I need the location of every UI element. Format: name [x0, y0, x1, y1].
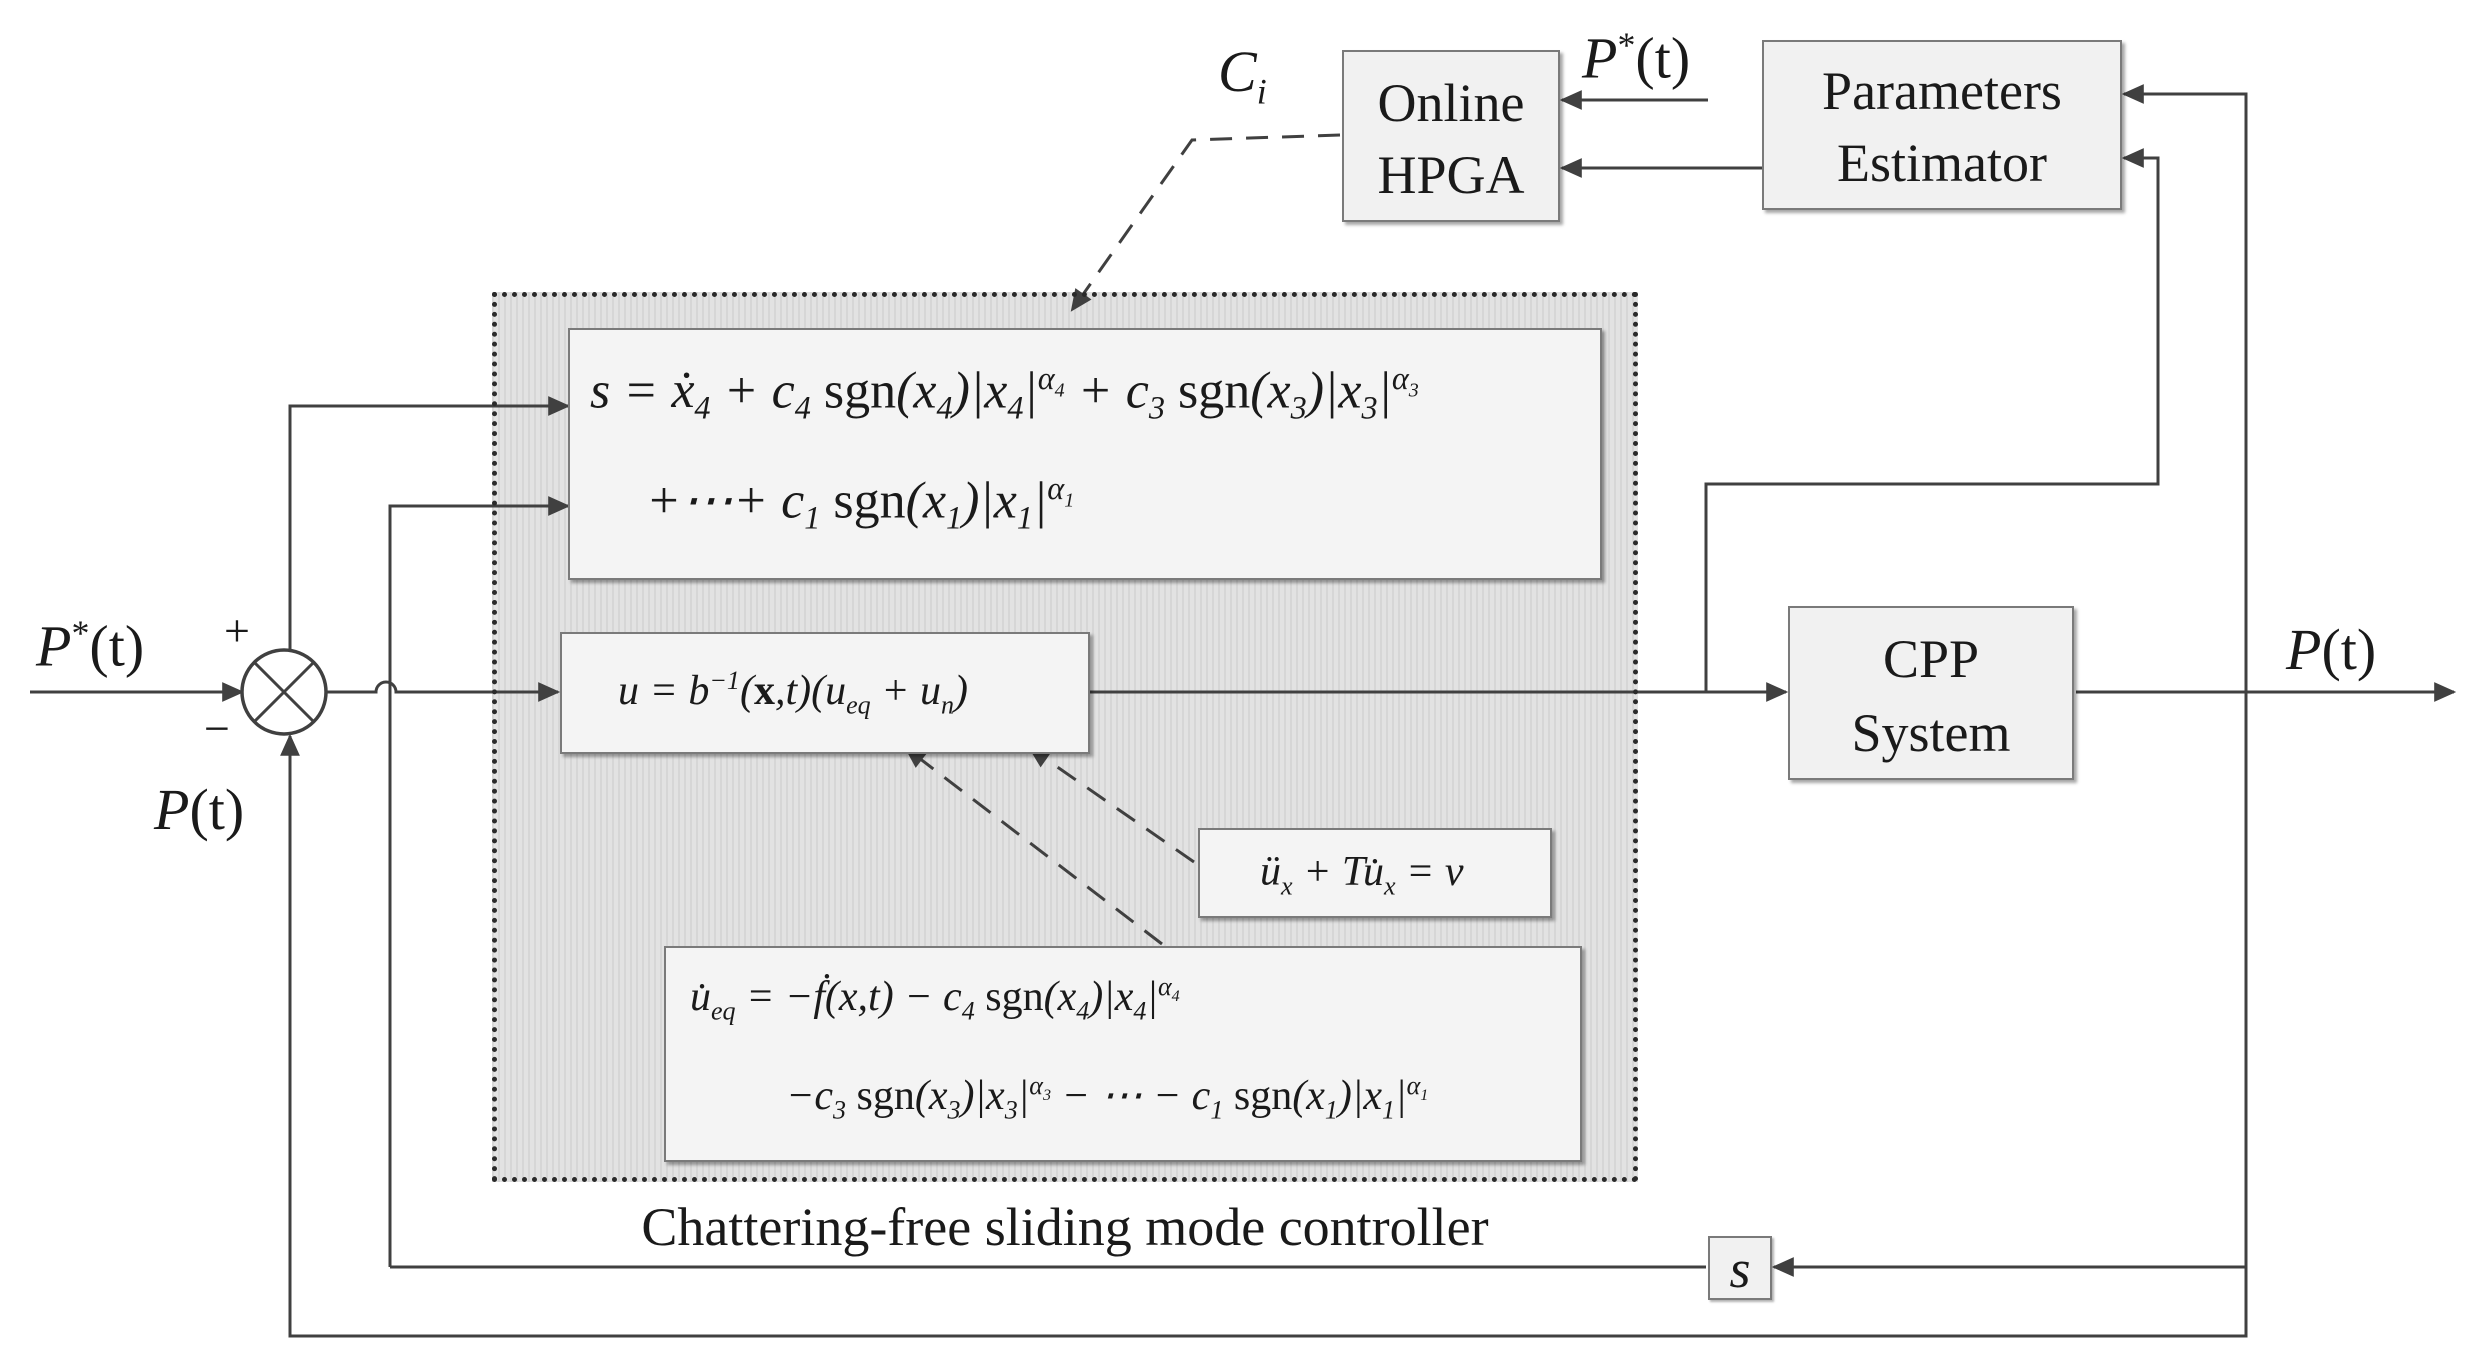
derivative-label: s: [1729, 1239, 1751, 1299]
control-law-block: u = b−1(x,t)(ueq + un): [560, 632, 1090, 754]
equivalent-control-block: u̇eq = −ḟ(x,t) − c4 sgn(x4)|x4|α4 −c3 sg…: [664, 946, 1582, 1162]
equivalent-control-eq-line1: u̇eq = −ḟ(x,t) − c4 sgn(x4)|x4|α4: [690, 972, 1180, 1026]
online-hpga-block: Online HPGA: [1342, 50, 1560, 222]
reference-label-top: P*(t): [1582, 25, 1691, 91]
online-hpga-line1: Online: [1377, 73, 1525, 133]
ci-label: Ci: [1218, 39, 1267, 112]
parameters-estimator-line1: Parameters: [1822, 61, 2062, 121]
sliding-surface-eq-line2: +⋯+ c1 sgn(x1)|x1|α1: [646, 470, 1075, 536]
ci-dashed: [1070, 133, 1341, 312]
equivalent-control-eq-line2: −c3 sgn(x3)|x3|α3 − ⋯ − c1 sgn(x1)|x1|α1: [786, 1071, 1429, 1125]
sum-plus-sign: +: [224, 605, 250, 656]
parameters-estimator-line2: Estimator: [1837, 133, 2047, 193]
cpp-system-block: CPP System: [1788, 606, 2074, 780]
reference-label-left: P*(t): [36, 613, 145, 679]
sliding-surface-block: s = ẋ4 + c4 sgn(x4)|x4|α4 + c3 sgn(x3)|x…: [568, 328, 1602, 580]
switching-filter-eq: üx + Tu̇x = v: [1260, 849, 1464, 901]
output-label: P(t): [2286, 617, 2377, 682]
sliding-surface-eq-line1: s = ẋ4 + c4 sgn(x4)|x4|α4 + c3 sgn(x3)|x…: [590, 360, 1419, 426]
derivative-block: s: [1708, 1236, 1772, 1300]
sum-minus-sign: −: [204, 703, 230, 754]
parameters-estimator-block: Parameters Estimator: [1762, 40, 2122, 210]
cpp-system-line2: System: [1851, 703, 2011, 763]
online-hpga-line2: HPGA: [1377, 145, 1525, 205]
controller-caption: Chattering-free sliding mode controller: [641, 1197, 1489, 1257]
cpp-system-line1: CPP: [1882, 629, 1980, 689]
switching-filter-block: üx + Tu̇x = v: [1198, 828, 1552, 918]
error-line: [326, 680, 561, 702]
control-law-eq: u = b−1(x,t)(ueq + un): [618, 666, 969, 720]
controller-border: [492, 292, 1638, 1182]
feedback-label: P(t): [154, 777, 245, 842]
